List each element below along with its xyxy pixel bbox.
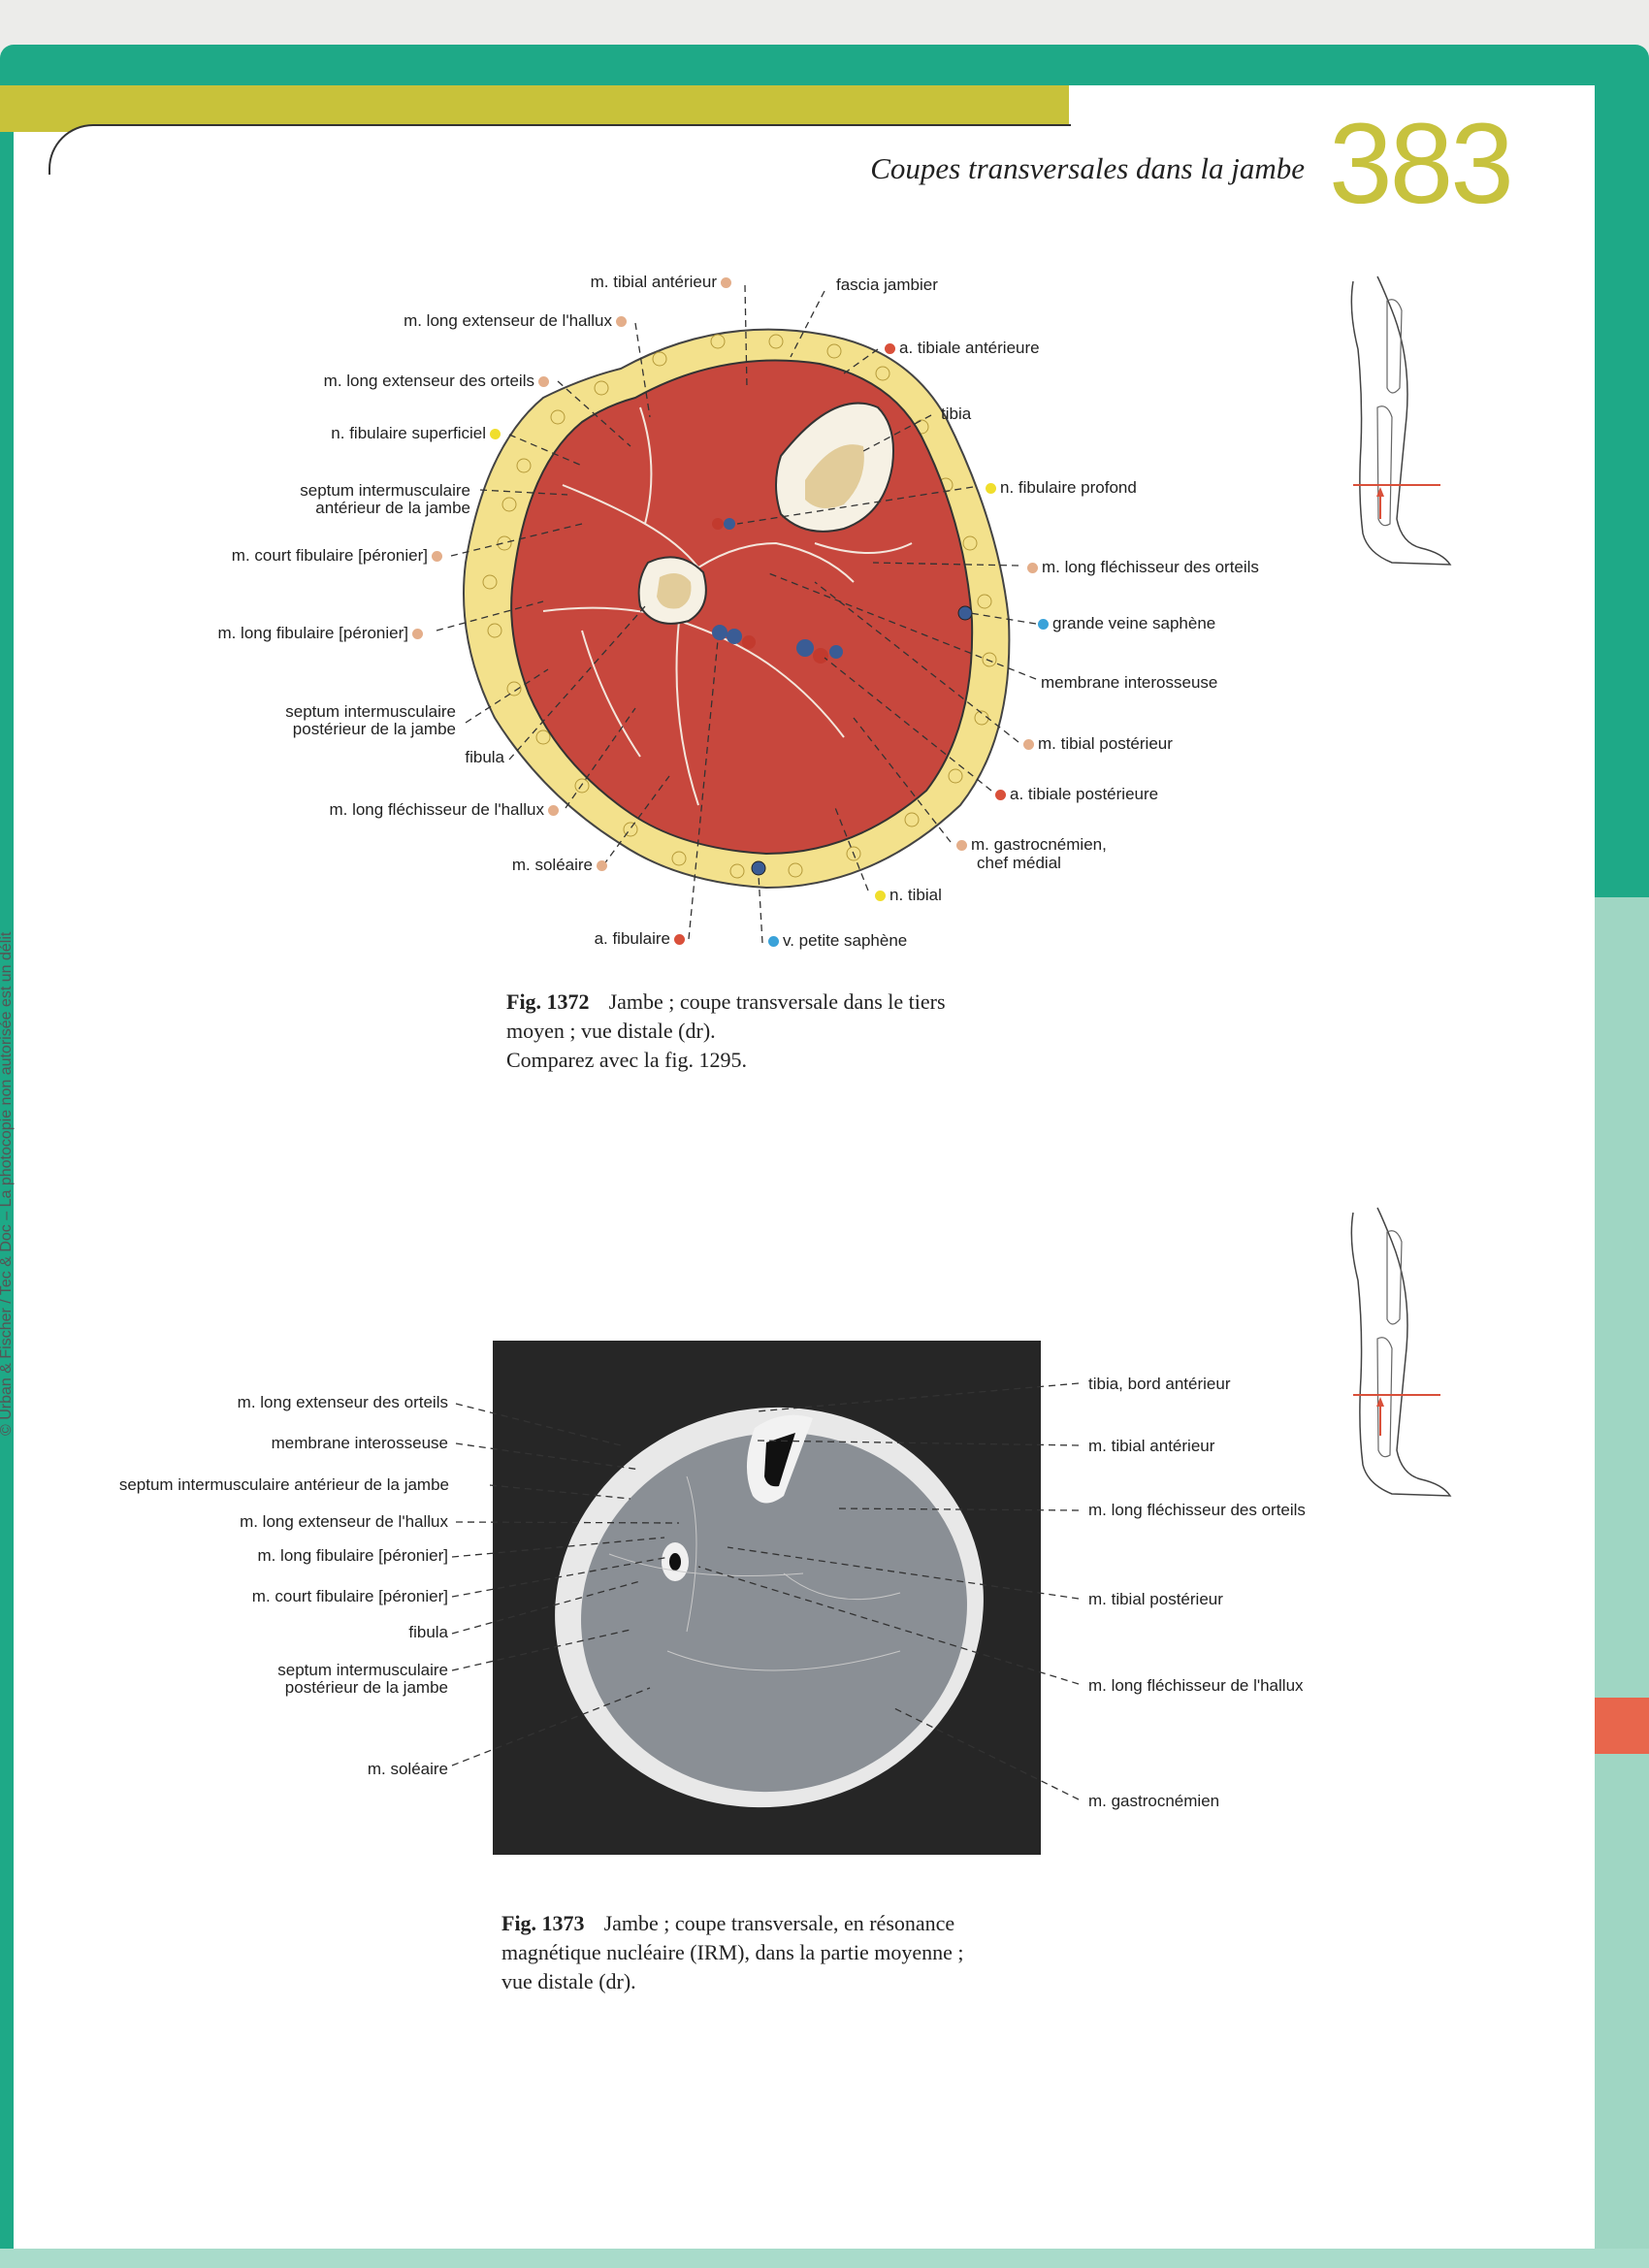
label-gastrocnemien: m. gastrocnémien,: [953, 835, 1107, 855]
tab-mint: [1595, 897, 1649, 1698]
tibia-marrow: [805, 444, 864, 508]
label-long-flechisseur-hallux: m. long fléchisseur de l'hallux: [213, 800, 563, 820]
fat-lobules: [482, 334, 997, 879]
label-a-fibulaire: a. fibulaire: [543, 929, 689, 949]
label-court-fibulaire: m. court fibulaire [péronier]: [107, 546, 446, 566]
mri-label-long-flechisseur-hallux: m. long fléchisseur de l'hallux: [1088, 1676, 1304, 1695]
mri-label-long-ext-orteils: m. long extenseur des orteils: [237, 1393, 448, 1411]
leg-orientation-icon-bottom: [1350, 1207, 1452, 1497]
label-n-tibial: n. tibial: [871, 886, 942, 905]
label-long-ext-orteils: m. long extenseur des orteils: [213, 372, 553, 391]
mri-label-septum-posterieur-2: postérieur de la jambe: [284, 1678, 448, 1697]
fig1373-caption-line1: Jambe ; coupe transversale, en résonance: [603, 1911, 955, 1935]
fig1373-caption-line3: vue distale (dr).: [501, 1969, 636, 1993]
label-a-tibiale-posterieure: a. tibiale postérieure: [991, 785, 1158, 804]
label-tibial-anterieur: m. tibial antérieur: [504, 273, 735, 292]
mri-label-long-flechisseur-orteils: m. long fléchisseur des orteils: [1088, 1501, 1306, 1519]
chapter-tab-strip: [1595, 87, 1649, 2249]
label-septum-anterieur-2: antérieur de la jambe: [315, 499, 470, 517]
mri-label-soleaire: m. soléaire: [367, 1760, 448, 1778]
mri-label-tibial-anterieur: m. tibial antérieur: [1088, 1437, 1215, 1455]
label-septum-posterieur-2: postérieur de la jambe: [292, 720, 456, 738]
mri-label-court-fibulaire: m. court fibulaire [péronier]: [251, 1587, 448, 1605]
fig1373-caption: Fig. 1373 Jambe ; coupe transversale, en …: [501, 1909, 1103, 1996]
label-membrane-interosseuse: membrane interosseuse: [1041, 673, 1218, 692]
mri-label-tibial-posterieur: m. tibial postérieur: [1088, 1590, 1223, 1608]
fig1372-caption-line3: Comparez avec la fig. 1295.: [506, 1048, 748, 1072]
tab-red-marker: [1595, 1698, 1649, 1754]
mri-label-long-fibulaire: m. long fibulaire [péronier]: [257, 1546, 448, 1565]
tab-green: [1595, 87, 1649, 897]
mri-label-membrane-interosseuse: membrane interosseuse: [271, 1434, 448, 1452]
label-chef-medial: chef médial: [977, 854, 1061, 872]
page-number: 383: [1329, 100, 1514, 228]
label-septum-posterieur-1: septum intermusculaire: [285, 702, 456, 721]
leg-orientation-icon-top: [1350, 275, 1452, 566]
label-a-tibiale-anterieure: a. tibiale antérieure: [881, 339, 1040, 358]
fig1372-caption-line2: moyen ; vue distale (dr).: [506, 1019, 716, 1043]
mri-label-gastrocnemien: m. gastrocnémien: [1088, 1792, 1220, 1810]
label-soleaire: m. soléaire: [369, 856, 611, 875]
label-long-flechisseur-orteils: m. long fléchisseur des orteils: [1023, 558, 1259, 577]
label-v-petite-saphene: v. petite saphène: [764, 931, 907, 951]
label-tibial-posterieur: m. tibial postérieur: [1019, 734, 1173, 754]
label-n-fibulaire-superficiel: n. fibulaire superficiel: [165, 424, 504, 443]
fig1372-number: Fig. 1372: [506, 989, 590, 1014]
bottom-edge: [0, 2249, 1649, 2268]
mri-label-septum-posterieur-1: septum intermusculaire: [277, 1661, 448, 1679]
label-n-fibulaire-profond: n. fibulaire profond: [982, 478, 1137, 498]
tab-mint-lower: [1595, 1754, 1649, 2249]
label-septum-anterieur-1: septum intermusculaire: [300, 481, 470, 500]
label-fibula: fibula: [465, 748, 504, 766]
mri-label-fibula: fibula: [408, 1623, 448, 1641]
mri-label-tibia-bord-anterieur: tibia, bord antérieur: [1088, 1375, 1231, 1393]
mri-label-long-ext-hallux: m. long extenseur de l'hallux: [240, 1512, 448, 1531]
label-fascia-jambier: fascia jambier: [836, 275, 938, 294]
fig1373-caption-line2: magnétique nucléaire (IRM), dans la part…: [501, 1940, 964, 1964]
mri-image: [493, 1341, 1041, 1855]
fig1372-caption: Fig. 1372 Jambe ; coupe transversale dans…: [506, 988, 1050, 1075]
fig1372-caption-line1: Jambe ; coupe transversale dans le tiers: [608, 989, 946, 1014]
fig1372-leaders: [436, 284, 1037, 944]
muscle-septa: [542, 406, 913, 806]
chapter-title: Coupes transversales dans la jambe: [870, 151, 1305, 185]
mri-label-septum-anterieur: septum intermusculaire antérieur de la j…: [118, 1475, 449, 1494]
header-rule: [48, 124, 1071, 175]
fig1373-number: Fig. 1373: [501, 1911, 585, 1935]
label-grande-veine-saphene: grande veine saphène: [1034, 614, 1215, 633]
label-tibia: tibia: [941, 405, 972, 423]
label-long-fibulaire: m. long fibulaire [péronier]: [87, 624, 427, 643]
label-long-ext-hallux: m. long extenseur de l'hallux: [291, 311, 630, 331]
